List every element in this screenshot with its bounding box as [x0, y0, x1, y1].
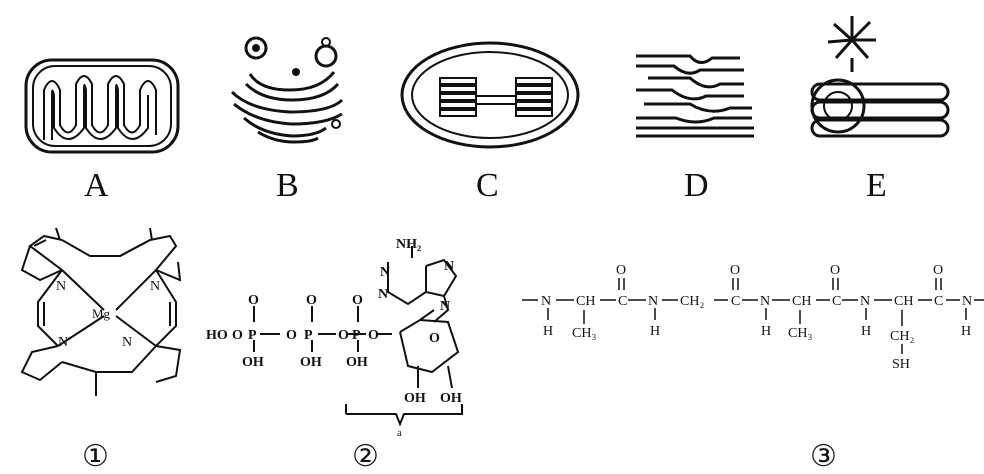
atp-oh3: OH: [346, 355, 368, 370]
atp-p1: P: [248, 328, 257, 343]
atp-o-top3: O: [352, 293, 363, 308]
atp-sugar-oh2: OH: [440, 391, 462, 406]
peptide-ch2: CH₂: [890, 329, 914, 344]
number-3: ③: [810, 440, 837, 473]
n-2: N: [150, 279, 160, 294]
peptide-atom-11: CH: [894, 294, 913, 309]
peptide-atom-6: C: [731, 294, 740, 309]
n-3: N: [58, 335, 68, 350]
label-c: C: [476, 167, 499, 204]
golgi-drawing: [230, 36, 344, 144]
atp-p3: P: [352, 328, 361, 343]
n-4: N: [122, 335, 132, 350]
mitochondrion-drawing: [24, 58, 180, 154]
atp-nh2: NH₂: [396, 237, 421, 252]
label-b: B: [276, 167, 299, 204]
peptide-h-5: H: [961, 324, 971, 339]
atp-n-b: N: [444, 259, 454, 274]
peptide-atom-8: CH: [792, 294, 811, 309]
peptide-atom-12: C: [934, 294, 943, 309]
peptide-h-4: H: [861, 324, 871, 339]
peptide-structure: N CH C N CH₂ C N CH C N CH C N H H H H H…: [522, 263, 984, 372]
peptide-o-3: O: [830, 263, 840, 278]
atp-sugar-o: O: [429, 331, 440, 346]
atp-ring-o: O: [368, 328, 379, 343]
peptide-ch3-1: CH₃: [572, 326, 596, 341]
mg-label: Mg: [92, 306, 111, 321]
peptide-sh: SH: [892, 357, 910, 372]
peptide-atom-9: C: [832, 294, 841, 309]
peptide-atom-2: CH: [576, 294, 595, 309]
peptide-h-2: H: [650, 324, 660, 339]
n-1: N: [56, 279, 66, 294]
atp-sugar-oh1: OH: [404, 391, 426, 406]
atp-n-d: N: [440, 299, 450, 314]
centrosome-drawing: [810, 16, 950, 138]
peptide-o-4: O: [933, 263, 943, 278]
peptide-atom-3: C: [618, 294, 627, 309]
peptide-atom-1: N: [541, 294, 551, 309]
atp-brace-label: a: [397, 427, 402, 439]
atp-o-br1: O: [232, 328, 243, 343]
label-a: A: [84, 167, 109, 204]
peptide-atom-4: N: [648, 294, 658, 309]
peptide-o-2: O: [730, 263, 740, 278]
atp-o-top1: O: [248, 293, 259, 308]
chlorophyll-structure: N N N N Mg: [20, 227, 182, 396]
atp-n-a: N: [380, 265, 390, 280]
peptide-atom-13: N: [962, 294, 972, 309]
atp-o-top2: O: [306, 293, 317, 308]
atp-structure: NH₂ N N N N HO O P O P O P O O O O OH OH…: [206, 237, 463, 439]
peptide-atom-10: N: [860, 294, 870, 309]
peptide-ch3-2: CH₃: [788, 326, 812, 341]
peptide-h-3: H: [761, 324, 771, 339]
peptide-o-1: O: [616, 263, 626, 278]
atp-n-c: N: [378, 287, 388, 302]
atp-ho: HO: [206, 328, 228, 343]
peptide-atom-5: CH₂: [680, 294, 704, 309]
peptide-h-1: H: [543, 324, 553, 339]
atp-o-br3: O: [338, 328, 349, 343]
atp-oh1: OH: [242, 355, 264, 370]
number-1: ①: [82, 440, 109, 473]
er-drawing: [636, 54, 754, 138]
number-2: ②: [352, 440, 379, 473]
chloroplast-drawing: [400, 41, 580, 149]
peptide-atom-7: N: [760, 294, 770, 309]
atp-p2: P: [304, 328, 313, 343]
atp-o-br2: O: [286, 328, 297, 343]
label-e: E: [866, 167, 887, 204]
atp-oh2: OH: [300, 355, 322, 370]
label-d: D: [684, 167, 709, 204]
